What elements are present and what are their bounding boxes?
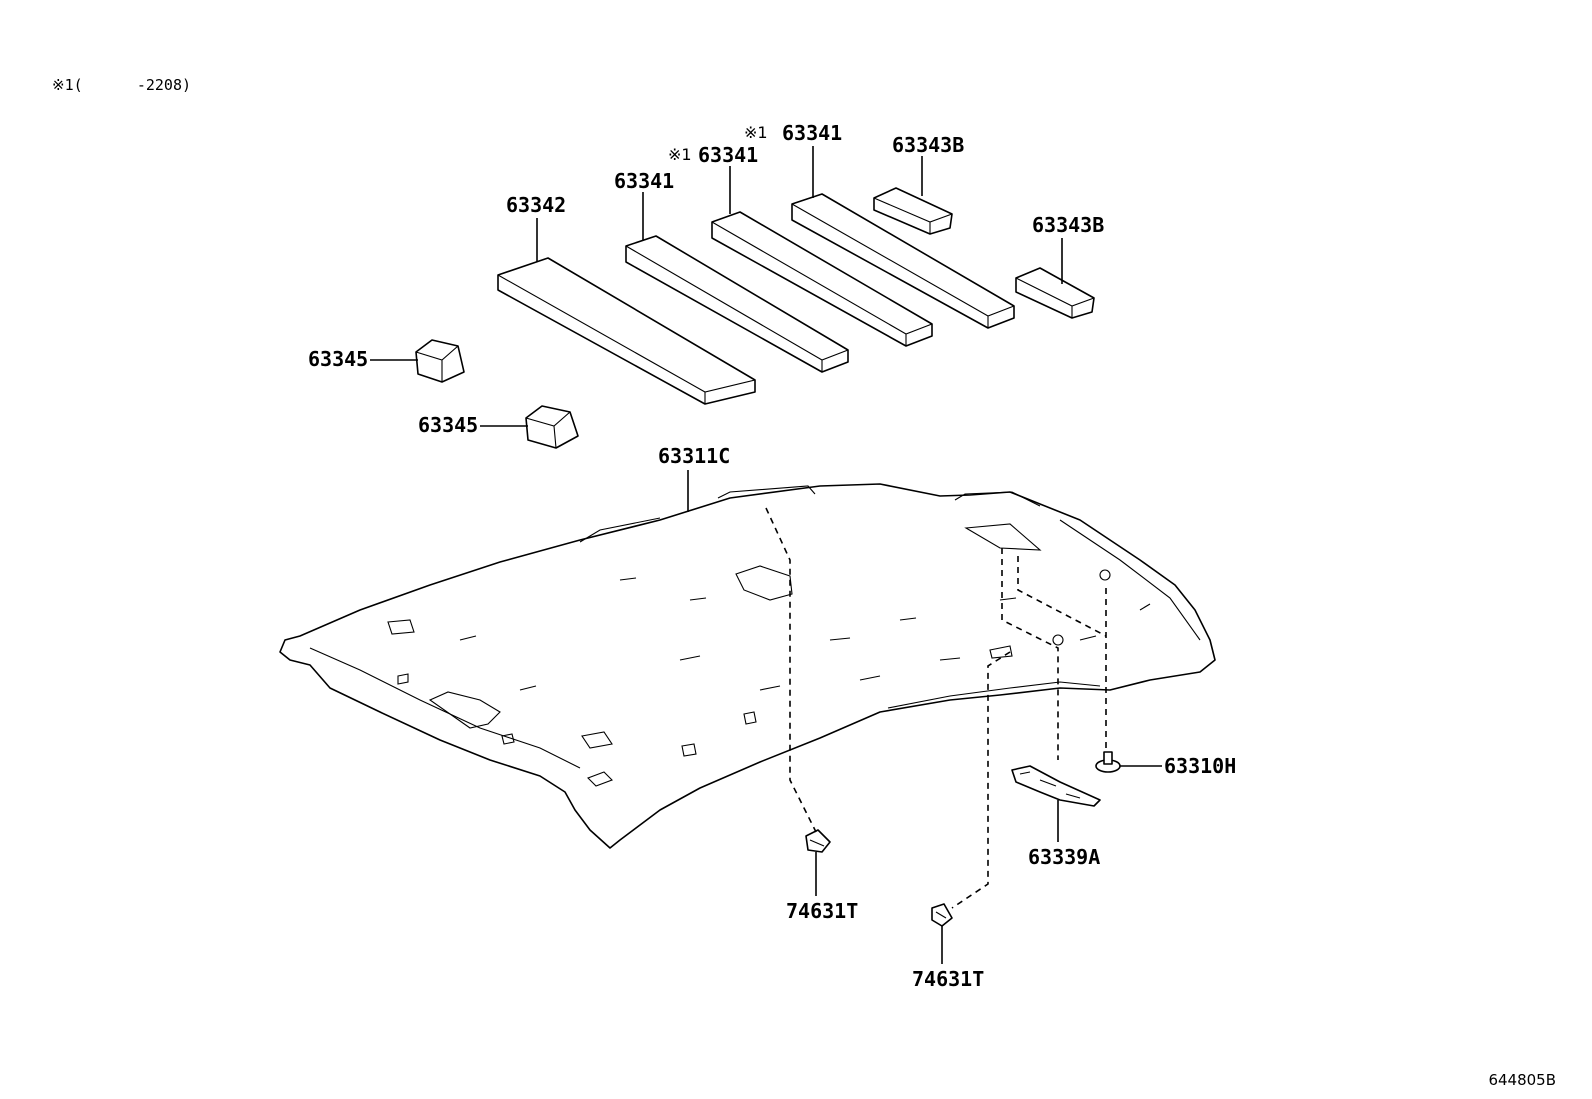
bracket-63339a[interactable] bbox=[1011, 765, 1101, 807]
pad-63345-a[interactable] bbox=[415, 339, 465, 383]
label-63339a: 63339A bbox=[1028, 845, 1100, 869]
label-63342: 63342 bbox=[506, 193, 566, 217]
pad-63343b-a[interactable] bbox=[873, 187, 953, 235]
label-63341-b-mark: ※1 bbox=[668, 145, 692, 164]
diagram-code: 644805B bbox=[1488, 1071, 1556, 1089]
footnote-mark: ※1 bbox=[52, 76, 74, 94]
label-63310h: 63310H bbox=[1164, 754, 1236, 778]
label-63341-c-mark: ※1 bbox=[744, 123, 768, 142]
pad-63343b-b[interactable] bbox=[1015, 267, 1095, 319]
label-63341-b: 63341 bbox=[698, 143, 758, 167]
fastener-74631t-a[interactable] bbox=[805, 829, 831, 853]
label-63311c: 63311C bbox=[658, 444, 730, 468]
headliner-63311c[interactable] bbox=[279, 483, 1216, 849]
label-63345-a: 63345 bbox=[308, 347, 368, 371]
pad-63341-c[interactable] bbox=[791, 193, 1015, 329]
assembly-lines bbox=[765, 507, 1107, 909]
leader-lines bbox=[370, 146, 1162, 964]
label-63341-a: 63341 bbox=[614, 169, 674, 193]
clip-63310h[interactable] bbox=[1095, 751, 1121, 773]
callout-labels: 63342 63341 ※1 63341 ※1 63341 63343B 633… bbox=[308, 121, 1236, 991]
footnote-range: ( -2208) bbox=[73, 76, 192, 94]
label-74631t-b: 74631T bbox=[912, 967, 984, 991]
label-63341-c: 63341 bbox=[782, 121, 842, 145]
fastener-74631t-b[interactable] bbox=[931, 903, 953, 927]
pad-63341-b[interactable] bbox=[711, 211, 933, 347]
pad-63345-b[interactable] bbox=[525, 405, 579, 449]
pad-63341-a[interactable] bbox=[625, 235, 849, 373]
label-63343b-b: 63343B bbox=[1032, 213, 1104, 237]
label-74631t-a: 74631T bbox=[786, 899, 858, 923]
footnote: ※1( -2208) bbox=[52, 76, 191, 94]
pad-63342[interactable] bbox=[497, 257, 756, 405]
label-63345-b: 63345 bbox=[418, 413, 478, 437]
label-63343b-a: 63343B bbox=[892, 133, 964, 157]
